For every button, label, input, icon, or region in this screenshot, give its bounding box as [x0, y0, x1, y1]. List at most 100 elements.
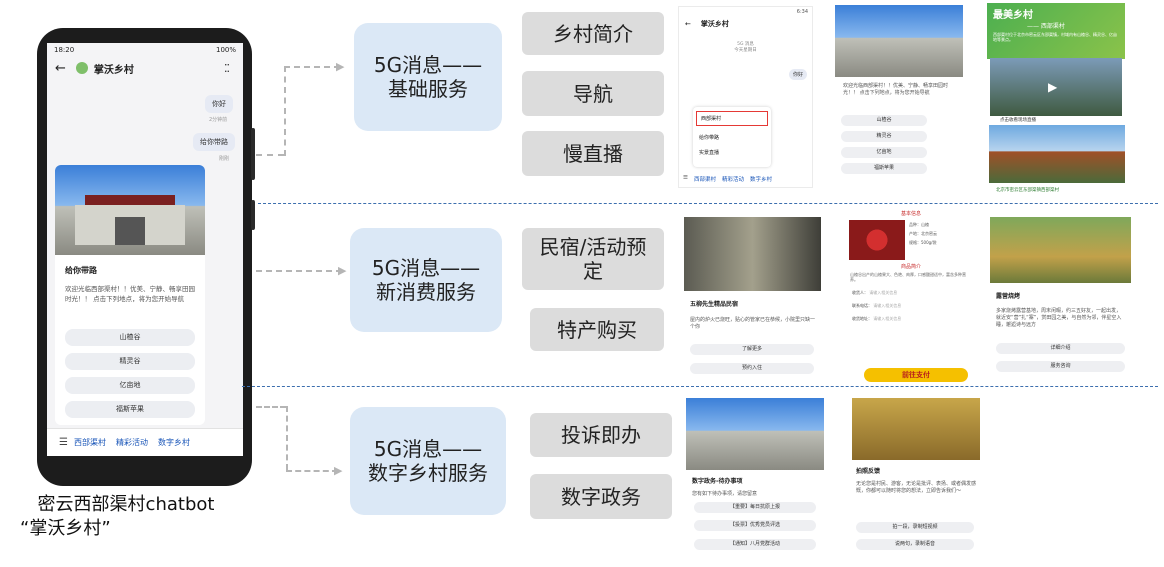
status-time: 18:20 [54, 46, 75, 54]
banner-text: 西部渠村位于北京市密云区东邵渠镇，村域内有山楂谷、精灵谷、亿亩地等景点。 [993, 32, 1117, 42]
user-message: 你好 [205, 95, 233, 113]
card-body: 多家烧烤露营基地，周末闲暇，约三五好友，一起出发，就近安“营”扎“寨”，赏田园之… [996, 308, 1122, 328]
connector [256, 154, 284, 156]
category-title: 5G消息—— [373, 437, 483, 461]
card-button: 详细介绍 [996, 343, 1125, 354]
pay-button: 前往支付 [864, 368, 968, 382]
form-field: 联系电话： 请输入相关信息 [852, 303, 902, 308]
arrow-icon: ▶ [334, 464, 343, 477]
connector [256, 406, 286, 408]
power-button [251, 200, 255, 230]
phone-screen: 18:20 100% ← 掌沃乡村 ⁚⁚ 你好 2分钟前 给你带路 刚刚 给你带… [47, 43, 243, 456]
section-separator [242, 386, 1158, 387]
category-title: 新消费服务 [376, 280, 476, 304]
info-row: 产地：北京密云 [909, 231, 937, 236]
form-field: 收货人： 请输入相关信息 [852, 290, 898, 295]
todo-item: 【重要】每日抗原上报 [694, 502, 816, 513]
info-row: 品种：山楂 [909, 222, 929, 227]
category-digital-village: 5G消息—— 数字乡村服务 [350, 407, 506, 515]
menu-bar: ☰ 西部渠村 精彩活动 数字乡村 [679, 175, 812, 183]
category-title: 5G消息—— [373, 53, 483, 77]
screenshot-camping: 露营烧烤 多家烧烤露营基地，周末闲暇，约三五好友，一起出发，就近安“营”扎“寨”… [990, 217, 1131, 377]
keyboard-icon[interactable]: ☰ [59, 437, 68, 448]
category-title: 5G消息—— [371, 256, 481, 280]
live-label: 点击收看现场直播 [1000, 118, 1036, 123]
service-item[interactable]: 导航 [522, 71, 664, 116]
category-title: 基础服务 [388, 77, 468, 101]
service-item[interactable]: 慢直播 [522, 131, 664, 176]
connector [284, 66, 340, 68]
category-consumption-service: 5G消息—— 新消费服务 [350, 228, 502, 332]
menu-item: 精彩活动 [721, 177, 744, 183]
card-body: 欢迎光临西部渠村！！优美、宁静、畅享田园时光！！ 点击下列地点，将为您开始导航 [843, 83, 949, 96]
play-icon: ▶ [1048, 80, 1058, 94]
menu-item: 数字乡村 [749, 177, 772, 183]
section-head: 商品简介 [900, 264, 921, 270]
connector [286, 406, 288, 470]
form-field: 收货地址： 请输入相关信息 [852, 316, 902, 321]
village-gate-image [686, 398, 824, 470]
card-button: 说两句，录制语音 [856, 539, 974, 550]
status-bar: 18:20 100% [47, 43, 243, 57]
menu-item[interactable]: 精彩活动 [115, 438, 148, 447]
caption-line-1: 密云西部渠村chatbot [37, 494, 215, 515]
service-item[interactable]: 乡村简介 [522, 12, 664, 55]
live-video: ▶ [990, 58, 1122, 116]
screenshot-e-government: 数字政务-待办事项 您有如下待办事项，请您留意 【重要】每日抗原上报 【投票】优… [686, 398, 824, 556]
menu-option: 给你带路 [699, 135, 720, 141]
card-button: 预约入住 [690, 363, 814, 374]
banner-title: 最美乡村 [993, 10, 1033, 21]
option-button[interactable]: 精灵谷 [65, 353, 195, 370]
menu-option: 西部渠村 [696, 111, 768, 126]
section-head: 基本信息 [900, 211, 921, 217]
service-item[interactable]: 数字政务 [530, 474, 672, 519]
card-body: 无论您是村民、游客，无论是批评、表扬、或者偶发感慨，你都可以随时将您的想法，立即… [856, 481, 977, 494]
menu-item[interactable]: 西部渠村 [73, 438, 106, 447]
card-body: 屋内的炉火已烧旺，贴心的管家已在恭候，小院里只缺一个你 [690, 317, 816, 330]
arrow-icon: ▶ [336, 60, 345, 73]
service-item[interactable]: 投诉即办 [530, 413, 672, 457]
scenery-image [989, 125, 1125, 183]
info-row: 规格：500g/袋 [909, 240, 937, 245]
option-button: 福斯苹果 [841, 163, 927, 174]
product-desc: 山楂谷出产的山楂果大、色艳、肉厚，口感酸甜适中，富含多种营养。 [850, 272, 966, 282]
card-title: 五柳先生精品民宿 [690, 301, 739, 308]
connector [284, 66, 286, 156]
homestay-image [684, 217, 821, 291]
service-item[interactable]: 特产购买 [530, 308, 664, 351]
user-message: 你好 [789, 69, 808, 80]
option-button[interactable]: 福斯苹果 [65, 401, 195, 418]
rich-card: 给你带路 欢迎光临西部渠村！！优美、宁静、畅享田园时光！！ 点击下列地点，将为您… [55, 165, 205, 425]
card-button: 了解更多 [690, 344, 814, 355]
camping-image [990, 217, 1131, 283]
card-body: 您有如下待办事项，请您留意 [692, 491, 758, 497]
user-message: 给你带路 [193, 133, 235, 151]
connector [256, 270, 342, 272]
chatbot-title: 掌沃乡村 [93, 64, 134, 76]
screenshot-homestay: 五柳先生精品民宿 屋内的炉火已烧旺，贴心的管家已在恭候，小院里只缺一个你 了解更… [684, 217, 821, 381]
option-button: 精灵谷 [841, 131, 927, 142]
screenshot-photo-feedback: 拍照反馈 无论您是村民、游客，无论是批评、表扬、或者偶发感慨，你都可以随时将您的… [852, 398, 980, 554]
hawthorn-image [849, 220, 905, 260]
more-icon[interactable]: ⁚⁚ [224, 61, 230, 75]
category-title: 数字乡村服务 [368, 461, 488, 485]
todo-item: 【投票】优秀党员评选 [694, 520, 816, 531]
card-button: 拍一段，录制短视频 [856, 522, 974, 533]
status-time: 6:34 [796, 9, 808, 15]
service-item[interactable]: 民宿/活动预定 [522, 228, 664, 290]
option-button: 山楂谷 [841, 115, 927, 126]
option-button[interactable]: 亿亩地 [65, 377, 195, 394]
card-title: 数字政务-待办事项 [692, 478, 743, 485]
address-label: 北京市密云区东邵渠镇西部渠村 [996, 188, 1059, 193]
menu-item[interactable]: 数字乡村 [157, 438, 190, 447]
popup-menu: 西部渠村 给你带路 实景直播 [693, 107, 771, 167]
village-banner: 最美乡村 —— 西部渠村 西部渠村位于北京市密云区东邵渠镇，村域内有山楂谷、精灵… [987, 3, 1125, 59]
back-icon: ← [685, 20, 691, 28]
status-battery: 100% [215, 46, 236, 54]
todo-item: 【通知】八月党群活动 [694, 539, 816, 550]
chatbot-menu-bar: ☰ 西部渠村 精彩活动 数字乡村 [47, 428, 243, 456]
screenshot-chat-menu: 6:34 ← 掌沃乡村 5G 消息 今天星期日 你好 西部渠村 给你带路 实景直… [678, 6, 813, 188]
keyboard-icon: ☰ [683, 175, 688, 181]
option-button[interactable]: 山楂谷 [65, 329, 195, 346]
back-icon[interactable]: ← [55, 60, 66, 76]
